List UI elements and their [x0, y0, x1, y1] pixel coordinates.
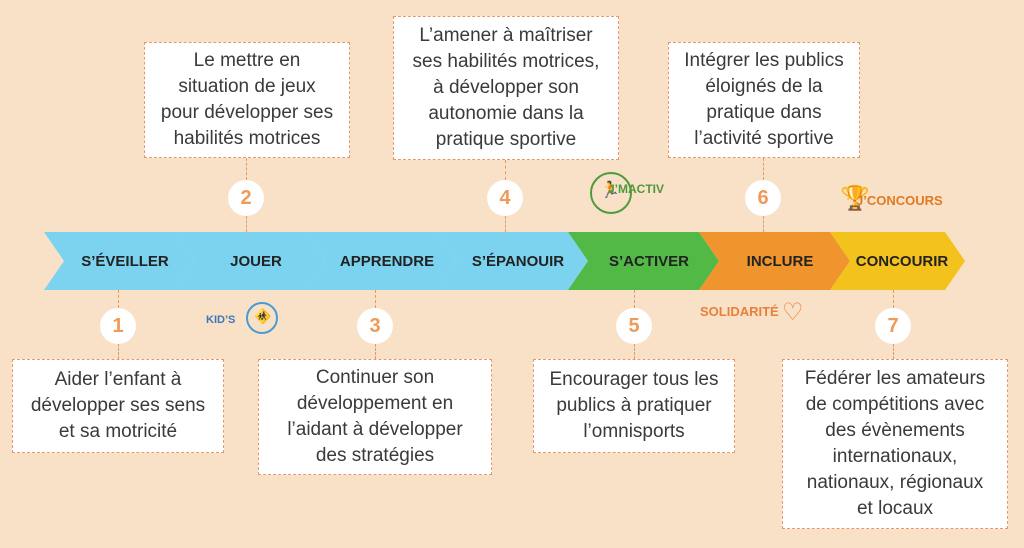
connector-1-top — [118, 290, 119, 308]
arrow-step-6 — [699, 232, 850, 290]
description-box-7: Fédérer les amateurs de compétitions ave… — [782, 359, 1008, 529]
step-label-concourir: CONCOURIR — [855, 252, 949, 270]
description-box-1: Aider l’enfant à développer ses sens et … — [12, 359, 224, 453]
connector-3-top — [375, 290, 376, 308]
connector-7-top — [893, 290, 894, 308]
step-label-apprendre: APPRENDRE — [339, 252, 435, 270]
step-label-seveiller: S’ÉVEILLER — [81, 252, 169, 270]
description-box-3: Continuer son développement en l’aidant … — [258, 359, 492, 475]
connector-1-bottom — [118, 344, 119, 359]
solidarite-logo-text: SOLIDARITÉ — [700, 304, 779, 319]
step-label-sepanouir: S’ÉPANOUIR — [471, 252, 565, 270]
trophy-figure-icon: 🏆 — [840, 185, 870, 212]
kids-logo-text: KID’S — [206, 314, 236, 326]
arrow-step-1 — [44, 232, 195, 290]
connector-5-top — [634, 290, 635, 308]
description-box-5: Encourager tous les publics à pratiquer … — [533, 359, 735, 453]
connector-2-top — [246, 158, 247, 180]
connector-6-top — [763, 158, 764, 180]
kids-logo: KID’S 🚸 — [206, 300, 280, 338]
connector-7-bottom — [893, 344, 894, 359]
arrow-step-5 — [568, 232, 719, 290]
arrow-step-2 — [175, 232, 326, 290]
description-box-4: L’amener à maîtriser ses habilités motri… — [393, 16, 619, 160]
step-number-2: 2 — [228, 180, 264, 216]
heart-hands-icon: ♡ — [782, 299, 804, 326]
step-label-sactiver: S’ACTIVER — [608, 252, 689, 270]
step-number-4: 4 — [487, 180, 523, 216]
arrow-step-4 — [437, 232, 588, 290]
description-box-2: Le mettre en situation de jeux pour déve… — [144, 42, 350, 158]
arrow-step-7 — [830, 232, 965, 290]
mactiv-logo: 🏃 J’MACTIV — [588, 168, 674, 218]
kids-logo-ring-icon — [246, 302, 278, 334]
connector-6-bottom — [763, 216, 764, 232]
step-number-1: 1 — [100, 308, 136, 344]
concours-logo-text: J’CONCOURS — [856, 193, 943, 208]
description-box-6: Intégrer les publics éloignés de la prat… — [668, 42, 860, 158]
step-number-5: 5 — [616, 308, 652, 344]
step-number-3: 3 — [357, 308, 393, 344]
running-figure-icon: 🏃 — [600, 182, 620, 199]
connector-3-bottom — [375, 344, 376, 359]
connector-5-bottom — [634, 344, 635, 359]
children-figures-icon: 🚸 — [254, 308, 272, 324]
mactiv-logo-ring-icon — [590, 172, 632, 214]
solidarite-logo: SOLIDARITÉ ♡ — [700, 298, 810, 334]
mactiv-logo-text: J’MACTIV — [608, 182, 665, 196]
connector-4-bottom — [505, 216, 506, 232]
step-number-7: 7 — [875, 308, 911, 344]
concours-logo: 🏆 J’CONCOURS — [838, 184, 948, 220]
connector-4-top — [505, 160, 506, 180]
step-label-jouer: JOUER — [230, 252, 282, 270]
step-label-inclure: INCLURE — [746, 252, 814, 270]
step-number-6: 6 — [745, 180, 781, 216]
arrow-step-3 — [306, 232, 457, 290]
connector-2-bottom — [246, 216, 247, 232]
